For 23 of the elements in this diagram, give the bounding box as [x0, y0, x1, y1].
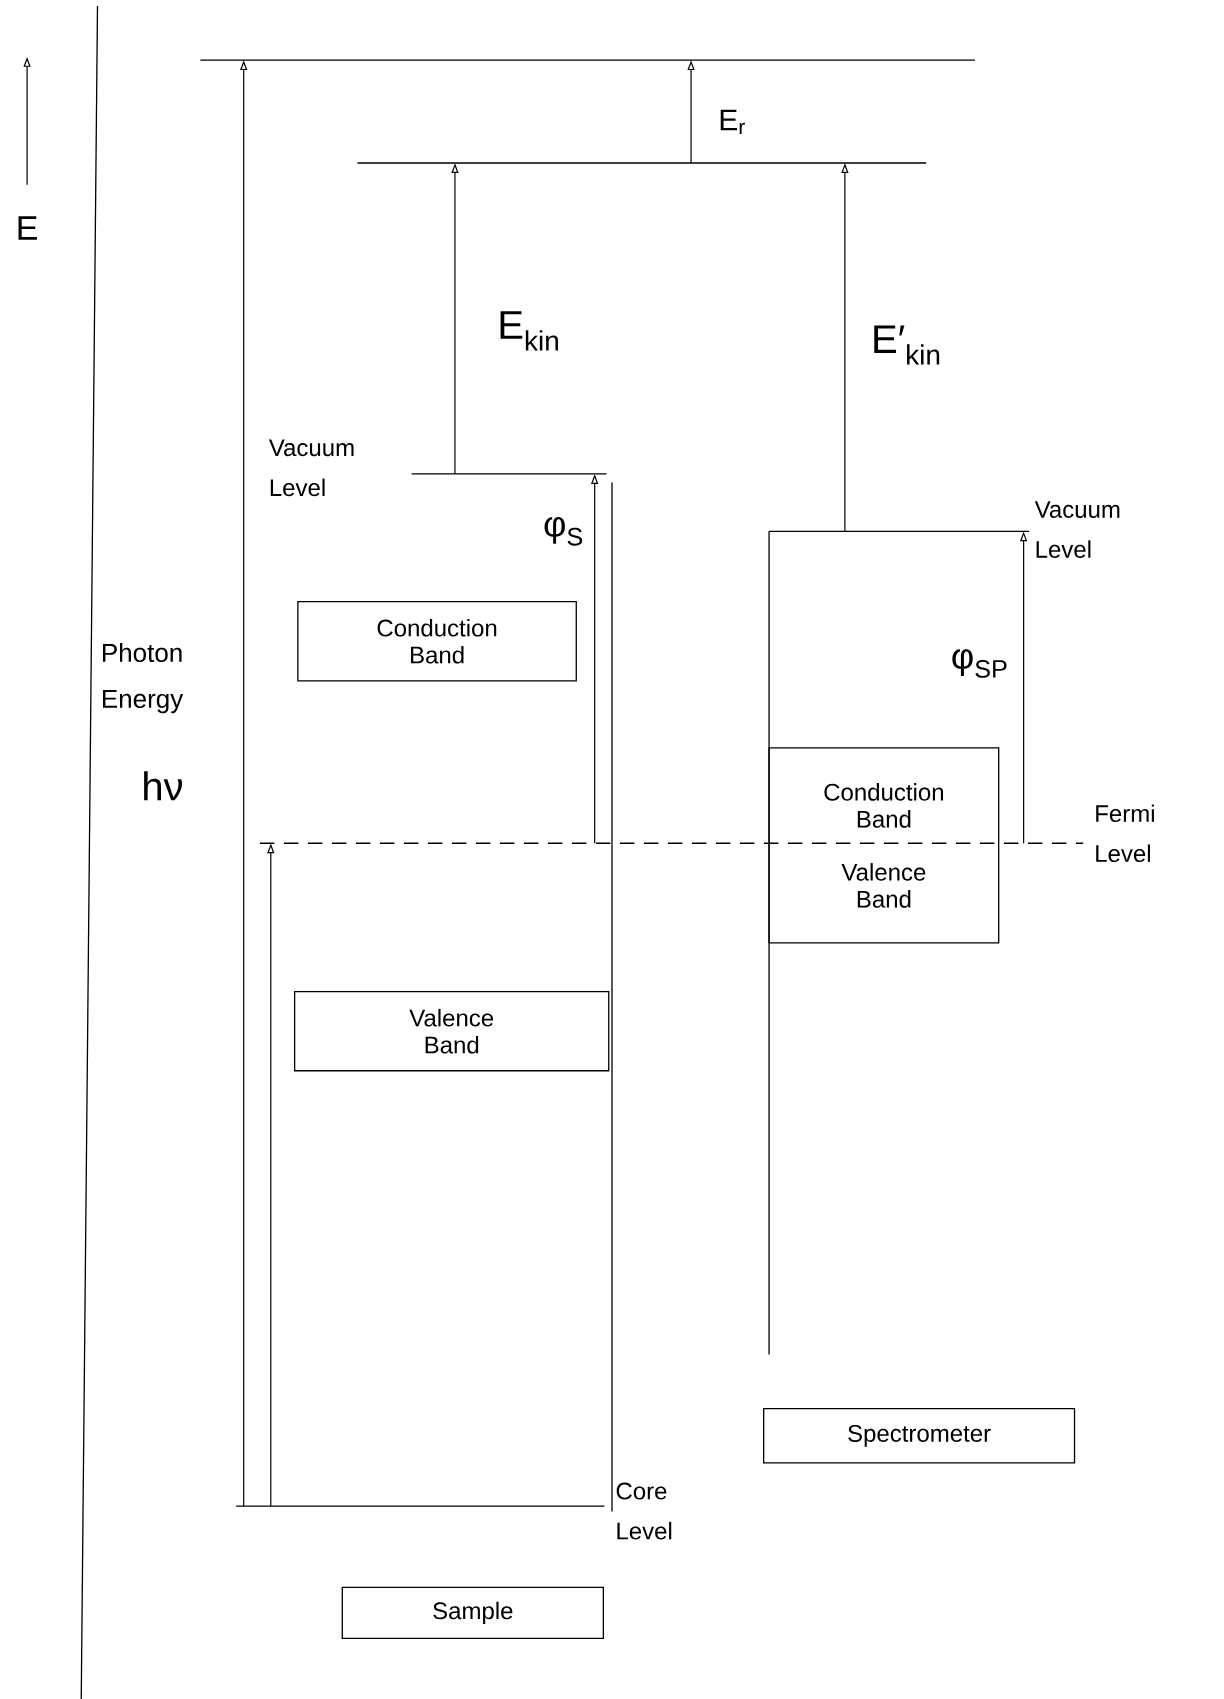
- band-box: Conduction Band Valence Band: [768, 747, 1000, 944]
- level-label: Core Level: [616, 1482, 672, 1540]
- energy-level-line: [235, 1505, 606, 1507]
- energy-level-line: [768, 530, 1030, 532]
- energy-level-line: [410, 473, 608, 475]
- band-box: Valence Band: [294, 991, 610, 1072]
- energy-level-line: [259, 842, 1084, 844]
- axis-label: hν: [144, 771, 183, 801]
- edge-label: E$_{r}$: [720, 109, 745, 135]
- energy-level-line: [199, 59, 976, 61]
- level-label: Vacuum Level: [268, 439, 354, 497]
- edge-label: φ$_{S}$: [544, 516, 583, 546]
- label-box: Spectrometer: [763, 1408, 1076, 1464]
- band-box: Conduction Band: [297, 601, 577, 682]
- level-label: Vacuum Level: [1034, 501, 1120, 558]
- edge-label: E$_{kin}$: [500, 311, 558, 351]
- axis-label: E: [18, 216, 37, 240]
- edge-label: Photon Energy: [103, 643, 184, 714]
- energy-level-line: [356, 162, 927, 164]
- edge-label: E′$_{kin}$: [874, 325, 940, 365]
- edge-label: φ$_{SP}$: [952, 649, 1007, 678]
- level-label: Fermi Level: [1096, 804, 1154, 863]
- label-box: Sample: [341, 1586, 604, 1639]
